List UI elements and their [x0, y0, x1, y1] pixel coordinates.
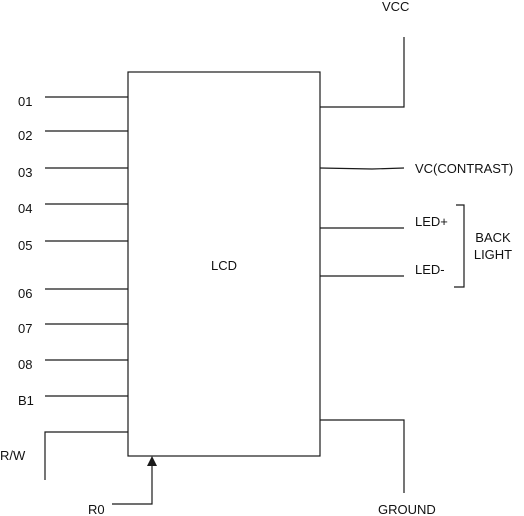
- backlight-label-line1: BACK: [475, 230, 511, 245]
- left-pin-label: 02: [18, 128, 32, 143]
- backlight-bracket: [454, 204, 465, 288]
- left-pin-label: 03: [18, 165, 32, 180]
- vcc-wire: [320, 37, 405, 108]
- backlight-label-line2: LIGHT: [474, 247, 512, 262]
- vcc-label: VCC: [382, 0, 409, 14]
- ground-wire: [320, 419, 405, 493]
- left-pin-label: 07: [18, 321, 32, 336]
- left-pin-label: B1: [18, 393, 34, 408]
- r0-label: R0: [88, 502, 105, 516]
- r0-arrowhead: [147, 456, 157, 466]
- r0-wire: [112, 462, 153, 505]
- led-plus-label: LED+: [415, 214, 448, 229]
- left-pin-label: 04: [18, 201, 32, 216]
- lcd-label: LCD: [211, 258, 237, 273]
- left-pin-label: 05: [18, 238, 32, 253]
- lcd-body: [127, 71, 321, 457]
- led-minus-label: LED-: [415, 262, 445, 277]
- left-pin-label: 01: [18, 94, 32, 109]
- ground-label: GROUND: [378, 502, 436, 516]
- rw-wire: [44, 431, 128, 480]
- contrast-wire: [319, 167, 405, 170]
- rw-label: R/W: [0, 448, 26, 463]
- left-pin-label: 06: [18, 286, 32, 301]
- left-pin-label: 08: [18, 357, 32, 372]
- contrast-label: VC(CONTRAST): [415, 161, 513, 176]
